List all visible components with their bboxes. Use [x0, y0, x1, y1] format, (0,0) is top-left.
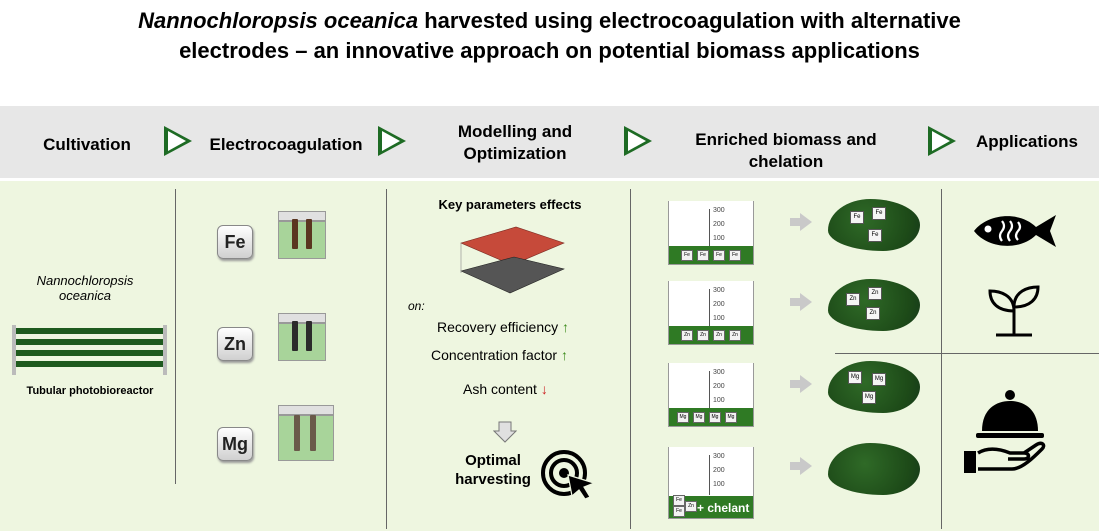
effect-recovery-efficiency: Recovery efficiency ↑: [437, 319, 570, 335]
divider: [941, 189, 942, 529]
response-surface-plot-icon: [460, 226, 565, 294]
arrow-right-icon: [790, 375, 812, 393]
ec-cell-mg: [278, 405, 334, 461]
arrow-right-icon: [790, 457, 812, 475]
biomass-chelated: [828, 443, 920, 495]
ec-cell-fe: [278, 211, 326, 259]
divider: [630, 189, 631, 529]
divider: [175, 189, 176, 484]
sprout-icon: [988, 285, 1040, 337]
electrode-badge-mg: Mg: [217, 427, 253, 461]
title-line1: harvested using electrocoagulation with …: [418, 8, 961, 33]
step-arrow-icon: [624, 126, 652, 156]
divider: [835, 353, 941, 354]
step-arrow-icon: [164, 126, 192, 156]
step-electrocoagulation: Electrocoagulation: [209, 135, 363, 154]
content-panel: Nannochloropsis oceanica Tubular photobi…: [0, 181, 1099, 531]
biomass-zn: Zn Zn Zn: [828, 279, 920, 331]
step-enriched-biomass: Enriched biomass and chelation: [695, 130, 877, 171]
arrow-right-icon: [790, 213, 812, 231]
optimal-harvesting-label: Optimal harvesting: [455, 452, 531, 488]
photobioreactor-icon: [12, 325, 167, 375]
beaker-chelant: 300 200 100 + chelant Fe Fe Zn: [668, 447, 754, 519]
arrow-down-icon: ↓: [540, 381, 548, 397]
key-parameters-heading: Key parameters effects: [438, 197, 582, 212]
chelant-label: + chelant: [697, 501, 750, 515]
biomass-fe: Fe Fe Fe: [828, 199, 920, 251]
step-modelling: Modelling and Optimization: [457, 122, 573, 163]
effect-concentration-factor: Concentration factor ↑: [431, 347, 568, 363]
divider: [941, 353, 1099, 354]
title-line2: electrodes – an innovative approach on p…: [179, 38, 920, 63]
fish-icon: [974, 215, 1056, 247]
arrow-up-icon: ↑: [560, 347, 568, 363]
figure-title: Nannochloropsis oceanica harvested using…: [0, 6, 1099, 66]
down-arrow-icon: [493, 421, 517, 443]
beaker-zn: 300 200 100 Zn Zn Zn Zn: [668, 281, 754, 345]
electrode-badge-fe: Fe: [217, 225, 253, 259]
serving-cloche-icon: [964, 390, 1046, 473]
species-label: Nannochloropsis oceanica: [36, 273, 134, 303]
step-arrow-icon: [378, 126, 406, 156]
divider: [386, 189, 387, 529]
arrow-right-icon: [790, 293, 812, 311]
beaker-mg: 300 200 100 Mg Mg Mg Mg: [668, 363, 754, 427]
photobioreactor-label: Tubular photobioreactor: [26, 385, 154, 397]
arrow-up-icon: ↑: [562, 319, 570, 335]
effect-ash-content: Ash content ↓: [463, 381, 548, 397]
target-cursor-icon: [541, 450, 596, 499]
beaker-fe: 300 200 100 Fe Fe Fe Fe: [668, 201, 754, 265]
step-arrow-icon: [928, 126, 956, 156]
title-species: Nannochloropsis oceanica: [138, 8, 419, 33]
step-applications: Applications: [975, 132, 1078, 151]
on-label: on:: [408, 299, 425, 313]
electrode-badge-zn: Zn: [217, 327, 253, 361]
step-cultivation: Cultivation: [43, 135, 131, 154]
biomass-mg: Mg Mg Mg: [828, 361, 920, 413]
ec-cell-zn: [278, 313, 326, 361]
process-step-bar: Cultivation Electrocoagulation Modelling…: [0, 106, 1099, 178]
